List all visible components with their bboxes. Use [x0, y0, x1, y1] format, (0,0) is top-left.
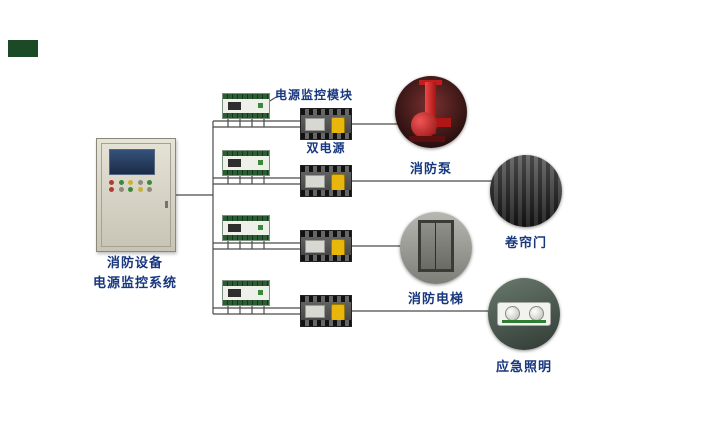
module-led	[258, 225, 263, 230]
module-led	[258, 160, 263, 165]
ats-terminals	[301, 296, 351, 302]
cabinet-label: 消防设备 电源监控系统	[75, 253, 195, 292]
module-terminal-strip	[223, 94, 269, 99]
fire-pump-label: 消防泵	[409, 161, 452, 176]
module-terminal-strip	[223, 113, 269, 118]
power-monitor-module	[222, 215, 270, 241]
dual-power-switch	[300, 230, 352, 262]
dual-power-switch	[300, 108, 352, 140]
pump-volute	[411, 112, 437, 138]
brand-logo	[8, 40, 38, 57]
ats-nameplate	[305, 305, 325, 318]
module-screen	[228, 224, 241, 232]
dual-power-switch	[300, 165, 352, 197]
emergency-lighting-image	[488, 278, 560, 350]
module-terminal-strip	[223, 216, 269, 221]
ats-terminals	[301, 109, 351, 115]
ats-nameplate	[305, 240, 325, 253]
module-led	[258, 290, 263, 295]
ats-yellow-handle	[331, 117, 345, 134]
emergency-lamp	[505, 306, 520, 321]
fire-elevator-image	[400, 212, 472, 284]
emergency-light-strip	[502, 320, 546, 323]
fire-pump-image	[395, 76, 467, 148]
emergency-light-box	[497, 302, 551, 326]
power-monitor-module	[222, 150, 270, 176]
cabinet-buttons	[109, 180, 155, 192]
dual-power-switch	[300, 295, 352, 327]
ats-nameplate	[305, 175, 325, 188]
module-led	[258, 103, 263, 108]
fire-elevator-label: 消防电梯	[407, 291, 464, 306]
monitoring-cabinet	[96, 138, 176, 252]
emergency-lighting-label: 应急照明	[495, 359, 552, 374]
ats-yellow-handle	[331, 304, 345, 321]
module-terminal-strip	[223, 300, 269, 305]
ats-terminals	[301, 320, 351, 326]
elevator-door-split	[435, 223, 436, 269]
cabinet-door	[101, 143, 171, 247]
ats-yellow-handle	[331, 239, 345, 256]
rolling-door-label: 卷帘门	[504, 235, 547, 250]
power-monitor-module	[222, 93, 270, 119]
module-terminal-strip	[223, 235, 269, 240]
ats-terminals	[301, 255, 351, 261]
module-terminal-strip	[223, 281, 269, 286]
ats-terminals	[301, 133, 351, 139]
elevator-doors	[421, 223, 451, 269]
rolling-door-image	[490, 155, 562, 227]
ats-nameplate	[305, 118, 325, 131]
pump-outlet	[435, 118, 451, 127]
pump-pipe	[425, 82, 436, 134]
module-screen	[228, 159, 241, 167]
door-shading	[490, 155, 562, 227]
cabinet-label-line1: 消防设备	[106, 255, 163, 270]
cabinet-label-line2: 电源监控系统	[92, 274, 177, 290]
module-terminal-strip	[223, 170, 269, 175]
ats-terminals	[301, 166, 351, 172]
module-screen	[228, 102, 241, 110]
pump-base	[409, 136, 445, 142]
ats-terminals	[301, 190, 351, 196]
module-annotation: 电源监控模块	[275, 88, 354, 102]
cabinet-lock-icon	[165, 201, 168, 208]
cabinet-display-screen	[109, 149, 155, 175]
emergency-lamp	[529, 306, 544, 321]
module-screen	[228, 289, 241, 297]
module-terminal-strip	[223, 151, 269, 156]
ats-yellow-handle	[331, 174, 345, 191]
ats-terminals	[301, 231, 351, 237]
dual-power-annotation: 双电源	[306, 141, 346, 155]
power-monitor-module	[222, 280, 270, 306]
